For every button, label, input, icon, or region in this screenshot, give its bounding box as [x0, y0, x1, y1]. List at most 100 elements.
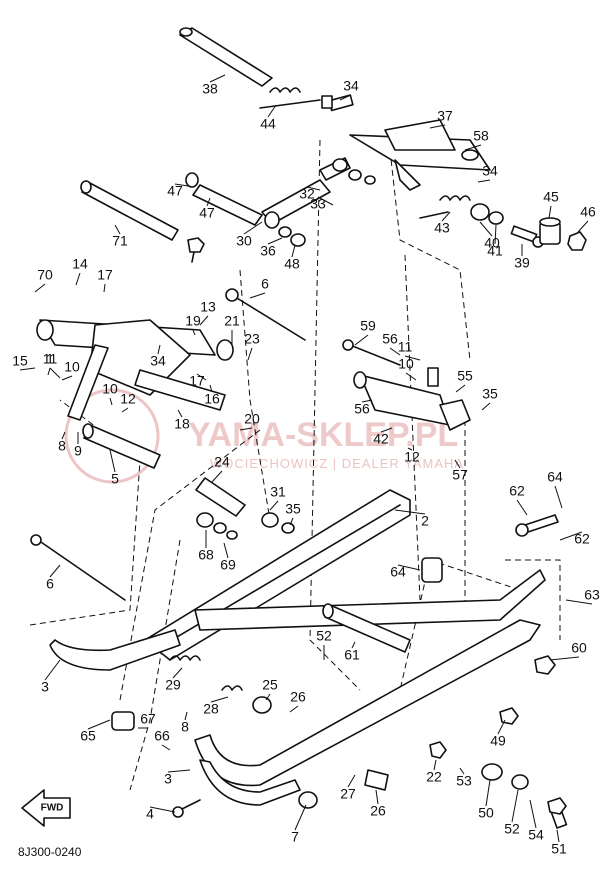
callout-leader — [49, 564, 61, 578]
callout-leader — [556, 829, 560, 843]
callout-number: 41 — [487, 243, 503, 259]
callout-number: 25 — [262, 677, 278, 693]
callout-number: 30 — [236, 233, 252, 249]
callout-number: 22 — [426, 769, 442, 785]
callout-number: 3 — [41, 679, 49, 695]
callout-leader — [167, 769, 191, 773]
callout-leader — [269, 500, 279, 511]
spring-27 — [221, 685, 243, 691]
bolt-48 — [499, 707, 519, 725]
cap-7 — [298, 791, 318, 809]
shaft-46 — [185, 172, 263, 226]
bolt-61 — [515, 514, 559, 537]
callout-number: 37 — [437, 108, 453, 124]
callout-leader — [433, 759, 437, 771]
callout-leader — [75, 272, 81, 286]
callout-leader — [380, 427, 393, 433]
callout-leader — [223, 542, 229, 559]
spring-43 — [259, 87, 321, 109]
callout-leader — [114, 224, 121, 235]
callout-number: 34 — [482, 163, 498, 179]
callout-number: 3 — [164, 771, 172, 787]
callout-leader — [565, 599, 593, 605]
callout-leader — [549, 656, 580, 661]
collar-39-40 — [470, 203, 504, 225]
callout-leader — [44, 659, 61, 681]
shaft-60 — [322, 603, 411, 653]
callout-leader — [161, 744, 171, 751]
arm-36 — [349, 119, 491, 191]
callout-leader — [477, 179, 491, 183]
callout-number: 63 — [584, 587, 600, 603]
rod-6-lower — [30, 534, 126, 601]
rod-6-upper — [225, 288, 306, 341]
spring-42 — [419, 195, 471, 219]
nut-44 — [539, 217, 561, 245]
callout-leader — [61, 375, 73, 381]
callout-number: 56 — [382, 331, 398, 347]
callout-number: 6 — [261, 276, 269, 292]
callout-leader — [354, 334, 369, 346]
link-9 — [67, 344, 109, 421]
callout-leader — [243, 221, 263, 235]
callout-leader — [87, 719, 111, 730]
bolt-21 — [429, 741, 447, 759]
callout-number: 17 — [189, 373, 205, 389]
callout-number: 26 — [290, 689, 306, 705]
callout-leader — [61, 431, 66, 440]
callout-number: 35 — [482, 386, 498, 402]
callout-leader — [184, 711, 188, 721]
callout-number: 42 — [373, 431, 389, 447]
callout-number: 51 — [551, 841, 567, 857]
callout-leader — [174, 183, 189, 187]
callout-leader — [394, 509, 426, 515]
callout-number: 31 — [270, 484, 286, 500]
callout-number: 57 — [452, 467, 468, 483]
callout-number: 27 — [340, 786, 356, 802]
callout-number: 39 — [514, 255, 530, 271]
callout-number: 49 — [490, 733, 506, 749]
bolt-71 — [187, 237, 205, 263]
watermark-subtitle: WOCIECHOWICZ | DEALER YAMAHA — [210, 456, 464, 471]
callout-leader — [103, 283, 106, 293]
callout-number: 9 — [74, 443, 82, 459]
collar-24 — [252, 696, 272, 714]
callout-number: 67 — [140, 711, 156, 727]
callout-number: 58 — [473, 128, 489, 144]
collar-49 — [481, 763, 503, 781]
callout-leader — [397, 564, 421, 571]
callout-leader — [559, 531, 583, 541]
callout-number: 11 — [398, 339, 413, 355]
callout-leader — [455, 384, 466, 393]
callout-number: 32 — [299, 186, 315, 202]
callout-number: 33 — [310, 196, 326, 212]
spring-28 — [169, 655, 201, 661]
callout-number: 10 — [398, 356, 414, 372]
callout-leader — [267, 237, 283, 245]
callout-leader — [206, 197, 211, 207]
slider-64-lower — [111, 711, 135, 731]
callout-number: 26 — [370, 803, 386, 819]
callout-number: 6 — [46, 576, 54, 592]
callout-leader — [577, 220, 589, 233]
callout-leader — [494, 224, 497, 245]
callout-number: 13 — [200, 299, 216, 315]
callout-number: 16 — [204, 391, 220, 407]
callout-leader — [192, 329, 196, 336]
callout-number: 52 — [504, 821, 520, 837]
callout-number: 34 — [150, 353, 166, 369]
shaft-5 — [82, 423, 161, 469]
bolt-50 — [547, 797, 568, 829]
callout-number: 2 — [421, 513, 429, 529]
callout-leader — [441, 211, 451, 222]
callout-leader — [407, 447, 413, 451]
callout-leader — [109, 397, 113, 406]
callout-number: 35 — [285, 501, 301, 517]
callout-number: 45 — [543, 189, 559, 205]
callout-number: 18 — [174, 416, 190, 432]
callout-leader — [249, 292, 266, 299]
rear-arm-41 — [353, 371, 471, 431]
callout-leader — [121, 407, 129, 413]
callout-number: 59 — [360, 318, 376, 334]
callout-leader — [289, 517, 294, 526]
